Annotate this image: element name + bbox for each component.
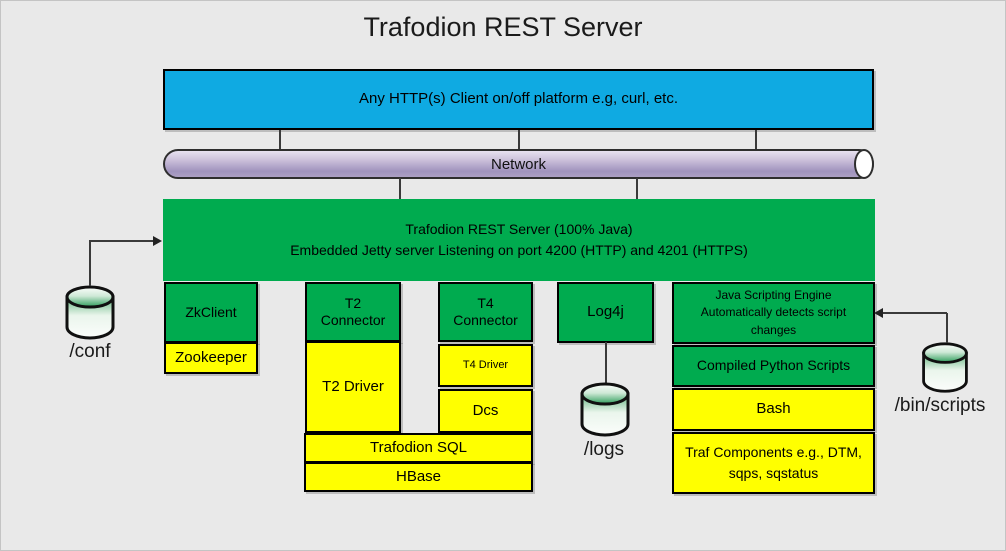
page-title: Trafodion REST Server xyxy=(363,12,643,42)
java-scripting-engine-box: Java Scripting Engine Automatically dete… xyxy=(672,282,875,344)
connector-client-network-2 xyxy=(518,130,520,149)
conf-arrowhead-icon xyxy=(153,236,162,246)
bin-scripts-arrow-horizontal xyxy=(883,312,947,314)
t2-driver-label: T2 Driver xyxy=(322,377,384,395)
t4-connector-box: T4 Connector xyxy=(438,282,533,342)
compiled-python-scripts-label: Compiled Python Scripts xyxy=(696,357,851,374)
network-pipe-shape: Network xyxy=(163,149,874,179)
t2-driver-box: T2 Driver xyxy=(305,341,401,433)
database-cylinder-icon xyxy=(65,285,115,340)
traf-components-box: Traf Components e.g., DTM, sqps, sqstatu… xyxy=(672,432,875,494)
bash-label: Bash xyxy=(756,400,791,418)
t2-connector-box: T2 Connector xyxy=(305,282,401,342)
hbase-box: HBase xyxy=(304,462,533,492)
http-client-box: Any HTTP(s) Client on/off platform e.g, … xyxy=(163,69,874,130)
connector-client-network-3 xyxy=(755,130,757,149)
connector-client-network-1 xyxy=(279,130,281,149)
t2-connector-label: T2 Connector xyxy=(320,294,386,329)
dcs-label: Dcs xyxy=(472,401,499,419)
bash-box: Bash xyxy=(672,388,875,431)
zkclient-box: ZkClient xyxy=(164,282,258,343)
conf-label: /conf xyxy=(69,341,111,362)
connector-network-rest-2 xyxy=(636,178,638,200)
connector-network-rest-1 xyxy=(399,178,401,200)
database-cylinder-icon xyxy=(922,342,968,393)
zookeeper-box: Zookeeper xyxy=(164,342,258,374)
bin-scripts-label: /bin/scripts xyxy=(894,395,986,416)
log4j-box: Log4j xyxy=(557,282,654,343)
trafodion-sql-box: Trafodion SQL xyxy=(304,433,533,463)
zkclient-label: ZkClient xyxy=(185,303,237,320)
t4-driver-box: T4 Driver xyxy=(438,344,533,387)
trafodion-sql-label: Trafodion SQL xyxy=(370,438,467,456)
rest-server-box: Trafodion REST Server (100% Java) Embedd… xyxy=(163,199,875,281)
traf-components-label: Traf Components e.g., DTM, sqps, sqstatu… xyxy=(685,444,862,481)
dcs-box: Dcs xyxy=(438,389,533,433)
log4j-logs-connector xyxy=(605,342,607,383)
network-pipe-end-cap xyxy=(854,149,874,179)
network-label: Network xyxy=(490,155,546,173)
java-scripting-engine-line1: Java Scripting Engine xyxy=(715,287,832,302)
compiled-python-scripts-box: Compiled Python Scripts xyxy=(672,345,875,387)
hbase-label: HBase xyxy=(395,467,442,485)
logs-label: /logs xyxy=(583,439,625,460)
log4j-label: Log4j xyxy=(587,303,624,321)
t4-connector-label: T4 Connector xyxy=(453,294,518,329)
http-client-label: Any HTTP(s) Client on/off platform e.g, … xyxy=(359,90,678,108)
t4-driver-label: T4 Driver xyxy=(462,358,509,371)
java-scripting-engine-line2: Automatically detects script changes xyxy=(700,305,847,337)
rest-server-line1: Trafodion REST Server (100% Java) xyxy=(405,221,633,237)
rest-server-line2: Embedded Jetty server Listening on port … xyxy=(290,242,748,258)
database-cylinder-icon xyxy=(580,382,630,437)
bin-scripts-arrow-vertical xyxy=(946,313,948,343)
bin-scripts-arrowhead-icon xyxy=(874,308,883,318)
conf-arrow-vertical xyxy=(89,241,91,286)
conf-arrow-horizontal xyxy=(89,240,153,242)
zookeeper-label: Zookeeper xyxy=(175,348,247,366)
